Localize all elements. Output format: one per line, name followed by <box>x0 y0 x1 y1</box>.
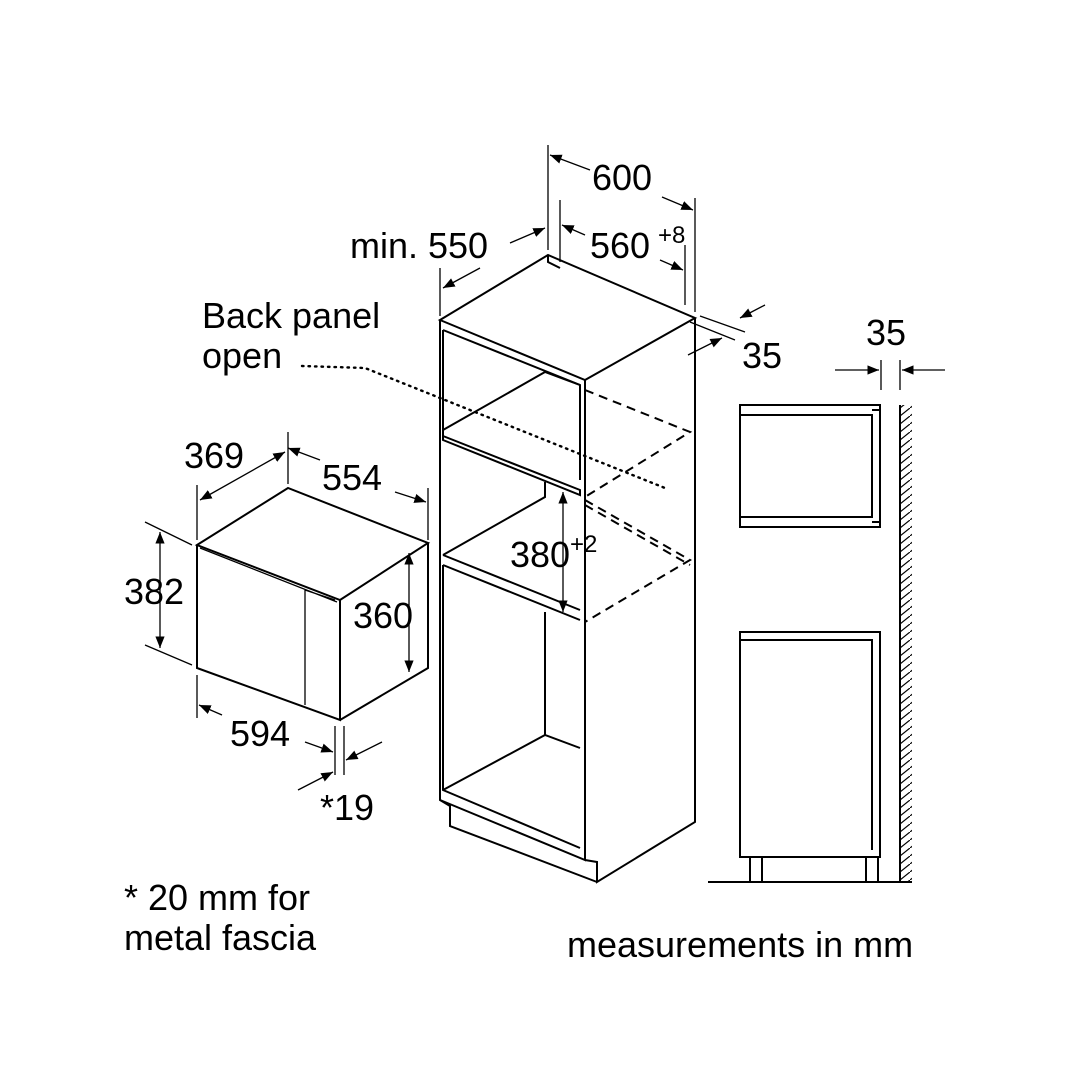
back-panel-label-1: Back panel <box>202 295 380 336</box>
tall-cabinet-drawing <box>300 145 766 884</box>
dim-360: 360 <box>353 595 413 636</box>
dim-35-depth: 35 <box>742 335 782 376</box>
dim-600: 600 <box>592 157 652 198</box>
dim-380-tolerance: +2 <box>570 531 597 558</box>
dim-369: 369 <box>184 435 244 476</box>
side-view-drawing <box>708 360 945 883</box>
dim-560: 560 <box>590 225 650 266</box>
dim-560-tolerance: +8 <box>658 222 685 249</box>
dim-min-550: min. 550 <box>350 225 488 266</box>
dim-594: 594 <box>230 713 290 754</box>
dim-382: 382 <box>124 571 184 612</box>
footnote-line-1: * 20 mm for <box>124 877 310 918</box>
back-panel-label-2: open <box>202 335 282 376</box>
dim-fascia-19: *19 <box>320 787 374 828</box>
dim-side-35: 35 <box>866 312 906 353</box>
dim-554: 554 <box>322 457 382 498</box>
units-note: measurements in mm <box>567 924 913 965</box>
footnote-line-2: metal fascia <box>124 917 317 958</box>
microwave-drawing <box>144 432 431 791</box>
dim-380: 380 <box>510 534 570 575</box>
